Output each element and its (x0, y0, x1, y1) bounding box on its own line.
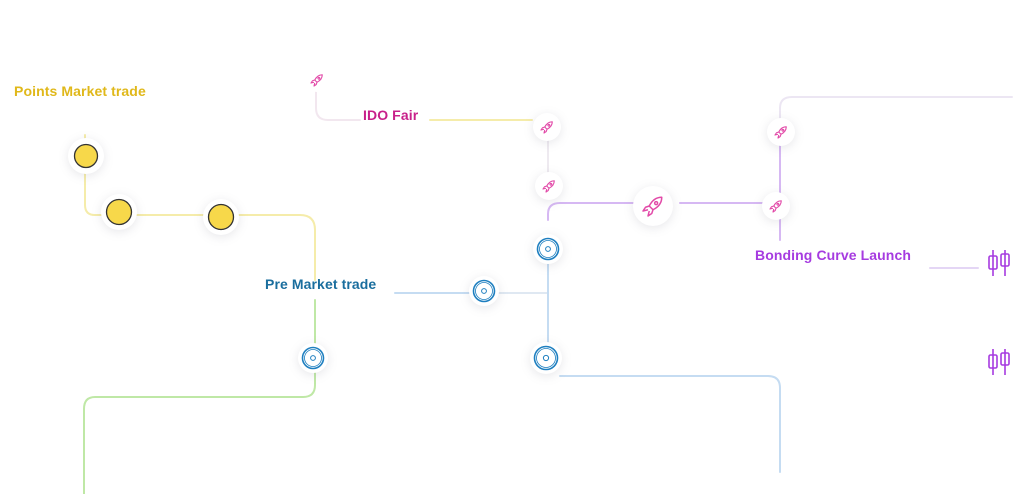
target-node (298, 343, 328, 373)
rocket-node (305, 68, 329, 92)
target-node (533, 234, 563, 264)
target-icon (301, 346, 325, 370)
coin-icon (207, 203, 235, 231)
rocket-node-large (633, 186, 673, 226)
right-top-connector (779, 96, 1013, 119)
target-icon (536, 237, 560, 261)
rocket-horizontal-connector (547, 202, 641, 221)
target-node (469, 276, 499, 306)
coin-icon (105, 198, 133, 226)
ido-fair-label: IDO Fair (363, 107, 419, 123)
ido-top-connector (315, 89, 361, 121)
rocket-node (767, 118, 795, 146)
coin-node (203, 199, 239, 235)
rocket-icon (540, 121, 553, 134)
bonding-curve-label: Bonding Curve Launch (755, 247, 911, 263)
rocket-icon (642, 196, 663, 217)
target-icon (533, 345, 559, 371)
bottom-blue-connector (559, 375, 781, 473)
coin-icon (73, 143, 99, 169)
rocket-icon (542, 180, 555, 193)
points-market-label: Points Market trade (14, 83, 146, 99)
rocket-icon (310, 74, 323, 87)
rocket-node (762, 192, 790, 220)
candlestick-icon (988, 349, 1010, 375)
coin-node (101, 194, 137, 230)
rocket-node (535, 172, 563, 200)
candlestick-icon (988, 250, 1010, 276)
rocket-icon (774, 126, 787, 139)
rocket-node (533, 113, 561, 141)
target-node (530, 342, 562, 374)
points-market-connector (84, 134, 316, 281)
pre-market-label: Pre Market trade (265, 276, 377, 292)
target-icon (472, 279, 496, 303)
rocket-icon (769, 200, 782, 213)
coin-node (68, 138, 104, 174)
pre-market-down-connector (83, 299, 316, 494)
